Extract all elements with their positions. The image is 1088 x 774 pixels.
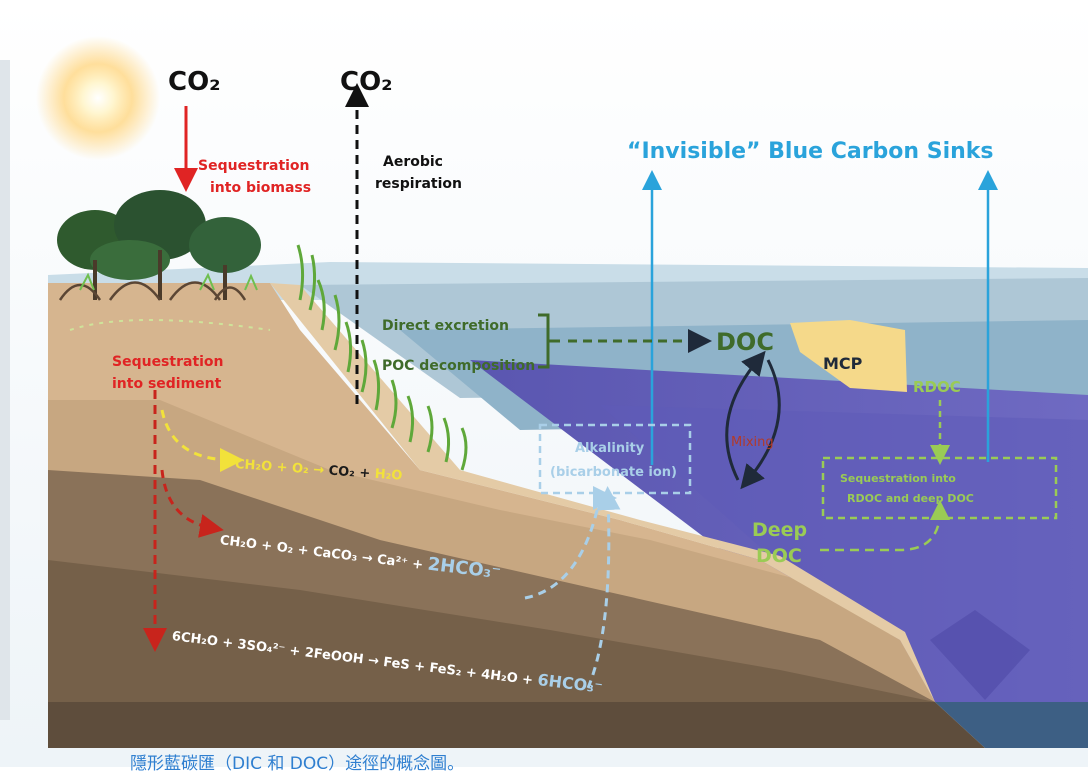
mixing-arrow-down bbox=[740, 359, 781, 490]
seq-rdoc-label-1: Sequestration into bbox=[840, 472, 956, 485]
arrow-red-branch bbox=[160, 469, 224, 538]
arrow-hco3-b bbox=[586, 486, 621, 689]
co2-left-label: CO₂ bbox=[168, 67, 221, 97]
seq-rdoc-label-2: RDOC and deep DOC bbox=[847, 492, 974, 505]
deep-doc-label-2: DOC bbox=[756, 545, 802, 567]
seq-sediment-label-2: into sediment bbox=[112, 376, 222, 392]
direct-excretion-label: Direct excretion bbox=[382, 318, 509, 334]
equation-1: CH₂O + O₂ → CO₂ + H₂O bbox=[235, 457, 403, 484]
figure-caption: 隱形藍碳匯（DIC 和 DOC）途徑的概念圖。 bbox=[130, 754, 465, 774]
mangrove-trees bbox=[57, 190, 271, 331]
rdoc-label: RDOC bbox=[913, 378, 961, 396]
mcp-shape bbox=[790, 320, 907, 392]
bracket bbox=[538, 313, 560, 369]
aerobic-label-1: Aerobic bbox=[383, 154, 443, 170]
sun-icon bbox=[36, 36, 160, 160]
left-edge-strip bbox=[0, 60, 10, 720]
seq-sediment-label-1: Sequestration bbox=[112, 354, 224, 370]
alkalinity-label-1: Alkalinity bbox=[575, 441, 645, 456]
eq1-part-a: CH₂O + O₂ → bbox=[235, 457, 330, 479]
seq-biomass-label-2: into biomass bbox=[210, 180, 311, 196]
mcp-label: MCP bbox=[823, 354, 863, 373]
deep-doc-label-1: Deep bbox=[752, 519, 807, 541]
sequestration-rdoc-box bbox=[821, 456, 1058, 520]
sediment-block bbox=[48, 283, 985, 748]
diagram-title: “Invisible” Blue Carbon Sinks bbox=[627, 139, 994, 164]
co2-right-label: CO₂ bbox=[340, 67, 393, 97]
seq-biomass-label-1: Sequestration bbox=[198, 158, 310, 174]
alkalinity-label-2: (bicarbonate ion) bbox=[550, 465, 677, 480]
doc-label: DOC bbox=[716, 328, 774, 356]
eq1-part-c: H₂O bbox=[374, 467, 403, 484]
poc-decomposition-label: POC decomposition bbox=[382, 358, 535, 374]
svg-text:CH₂O + O₂ → CO₂ + H₂O: CH₂O + O₂ → CO₂ + H₂O bbox=[235, 457, 403, 484]
eq1-part-b: CO₂ + bbox=[328, 464, 375, 482]
aerobic-label-2: respiration bbox=[375, 176, 462, 192]
mixing-arrow-up bbox=[725, 350, 766, 481]
seagrass bbox=[296, 244, 468, 471]
mixing-label: Mixing bbox=[731, 435, 774, 450]
arrow-yellow bbox=[160, 409, 244, 472]
